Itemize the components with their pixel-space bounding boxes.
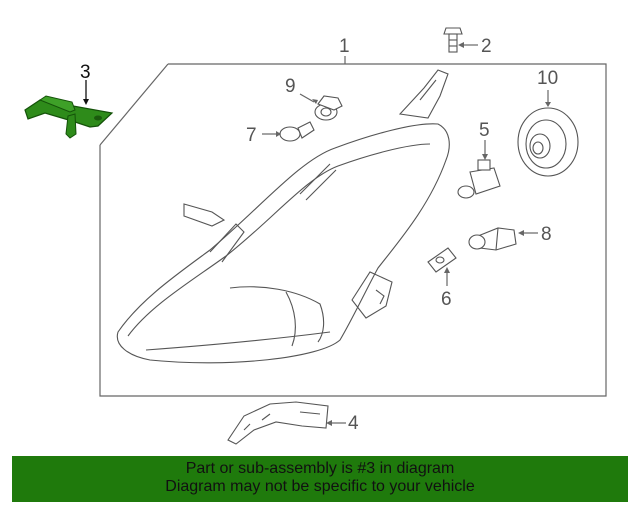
parts-diagram: 1 2 3 4 5 6 7 8 9 10 bbox=[24, 27, 607, 445]
callout-5: 5 bbox=[479, 120, 490, 141]
banner-line-1: Part or sub-assembly is #3 in diagram bbox=[185, 460, 455, 477]
part-8-bulb[interactable] bbox=[468, 227, 538, 251]
callout-6: 6 bbox=[441, 289, 452, 310]
callout-1: 1 bbox=[339, 36, 350, 57]
part-9-socket[interactable] bbox=[299, 93, 343, 121]
info-banner: Part or sub-assembly is #3 in diagram Di… bbox=[12, 456, 628, 502]
part-7-bulb[interactable] bbox=[262, 121, 315, 142]
callout-10: 10 bbox=[537, 68, 558, 89]
headlamp-housing[interactable] bbox=[116, 69, 450, 364]
part-5-bulb[interactable] bbox=[457, 140, 501, 199]
part-2-screw[interactable] bbox=[443, 27, 478, 53]
part-3-bracket[interactable] bbox=[24, 80, 114, 139]
callout-3: 3 bbox=[80, 62, 91, 83]
callout-7: 7 bbox=[246, 125, 257, 146]
callout-2: 2 bbox=[481, 36, 492, 57]
callout-9: 9 bbox=[285, 76, 296, 97]
callout-8: 8 bbox=[541, 224, 552, 245]
callout-4: 4 bbox=[348, 413, 359, 434]
headlamp-assembly-frame bbox=[99, 56, 607, 397]
banner-line-2: Diagram may not be specific to your vehi… bbox=[165, 478, 475, 495]
part-6-bulb[interactable] bbox=[427, 247, 457, 286]
part-10-cap[interactable] bbox=[517, 90, 579, 177]
part-4-bracket[interactable] bbox=[227, 401, 346, 445]
